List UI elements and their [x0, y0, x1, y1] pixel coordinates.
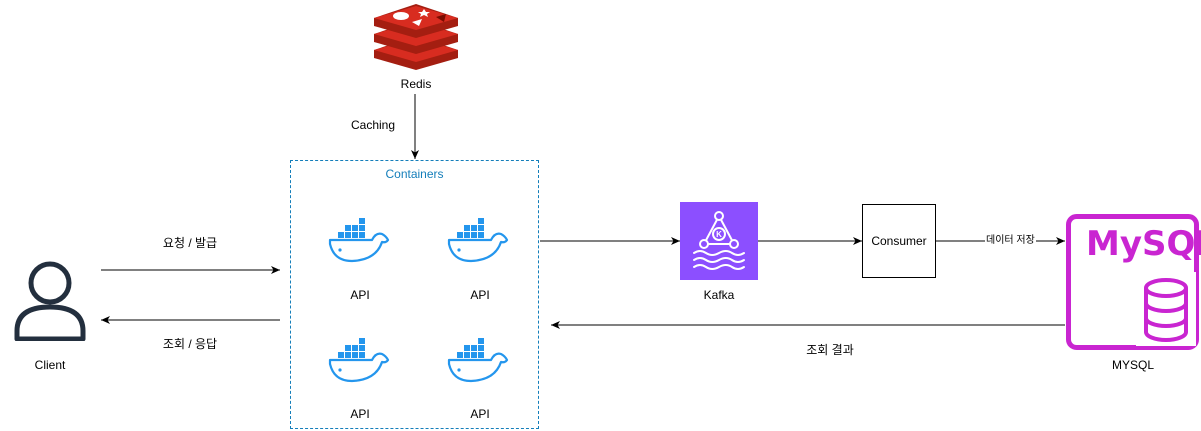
mysql-database-icon [1066, 214, 1199, 350]
kafka-node: K [680, 202, 758, 280]
api-container-4 [445, 334, 511, 384]
query-result-edge-label: 조회 결과 [806, 343, 854, 357]
redis-label: Redis [400, 77, 432, 91]
kafka-icon: K [693, 211, 745, 270]
client-node [14, 261, 86, 341]
consumer-node: Consumer [862, 204, 936, 278]
redis-node [374, 4, 458, 70]
response-edge-label: 조회 / 응답 [162, 337, 218, 351]
docker-whale-icon [328, 218, 390, 263]
api-label-4: API [470, 407, 490, 421]
api-container-2 [445, 214, 511, 264]
docker-whale-icon [447, 218, 509, 263]
client-label: Client [34, 358, 66, 372]
store-edge-label: 데이터 저장 [985, 234, 1036, 248]
redis-logo-icon [374, 4, 458, 70]
api-label-3: API [350, 407, 370, 421]
docker-whale-icon [328, 338, 390, 383]
request-edge-label: 요청 / 발급 [162, 236, 218, 250]
svg-text:K: K [716, 230, 722, 239]
docker-whale-icon [447, 338, 509, 383]
containers-title: Containers [385, 167, 444, 181]
kafka-label: Kafka [703, 288, 735, 302]
api-label-1: API [350, 288, 370, 302]
mysql-node: MySQL [1066, 214, 1201, 350]
api-container-1 [326, 214, 392, 264]
caching-edge-label: Caching [351, 118, 396, 132]
consumer-label: Consumer [871, 234, 927, 248]
mysql-label: MYSQL [1111, 358, 1155, 372]
containers-group: Containers [290, 160, 539, 429]
mysql-logo-text: MySQL [1086, 224, 1201, 264]
api-container-3 [326, 334, 392, 384]
api-label-2: API [470, 288, 490, 302]
user-icon [14, 261, 86, 341]
